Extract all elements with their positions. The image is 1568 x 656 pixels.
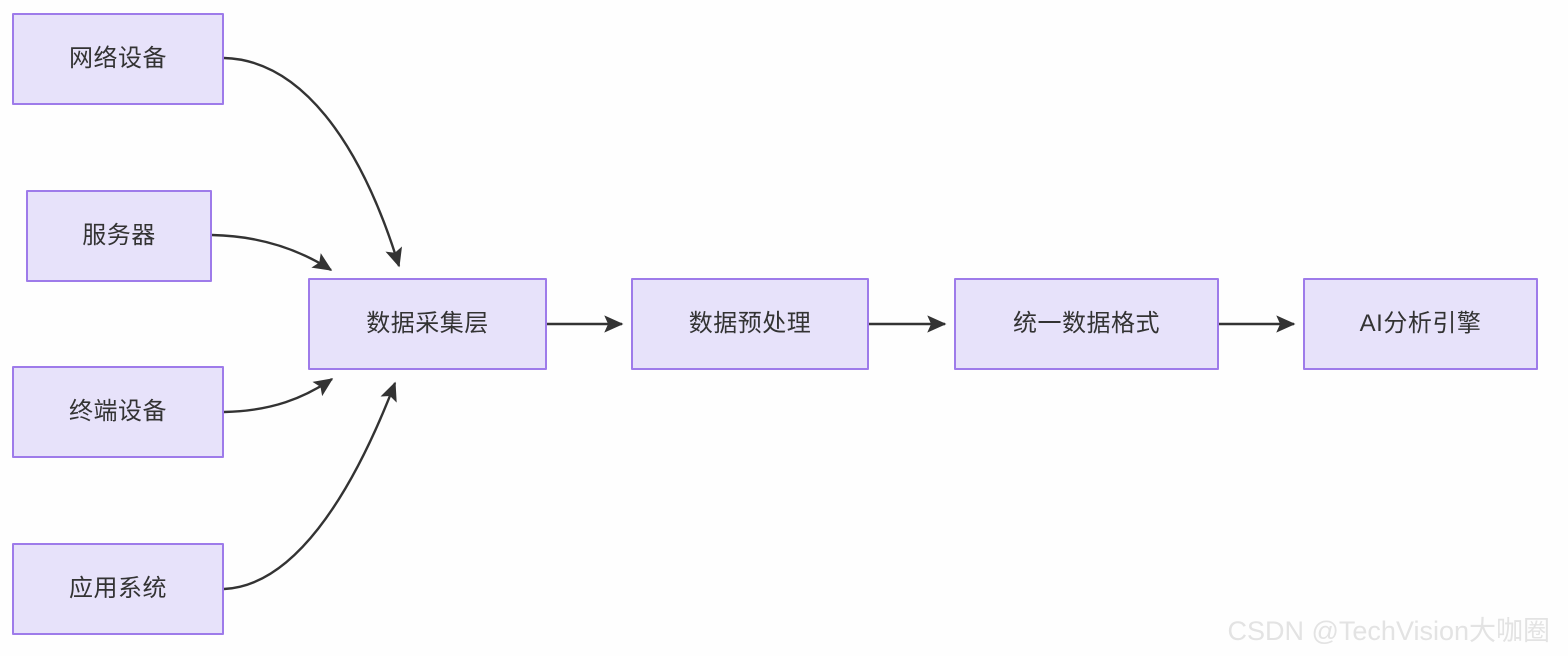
node-data-collection-layer-label: 数据采集层	[366, 309, 489, 337]
node-data-collection-layer[interactable]: 数据采集层	[308, 278, 547, 370]
watermark-text: CSDN @TechVision大咖圈	[1227, 616, 1551, 646]
node-application-system-label: 应用系统	[69, 574, 167, 602]
node-application-system[interactable]: 应用系统	[12, 543, 224, 635]
node-data-preprocessing[interactable]: 数据预处理	[631, 278, 869, 370]
edge-server-to-collection	[211, 233, 333, 272]
edge-application-system-to-collection	[223, 381, 397, 591]
node-unified-data-format-label: 统一数据格式	[1013, 309, 1160, 337]
edge-terminal-device-to-collection	[223, 378, 334, 414]
node-server-label: 服务器	[82, 221, 156, 249]
node-network-device-label: 网络设备	[69, 44, 167, 72]
edge-network-device-to-collection	[223, 56, 402, 268]
node-unified-data-format[interactable]: 统一数据格式	[954, 278, 1219, 370]
node-data-preprocessing-label: 数据预处理	[688, 309, 812, 337]
node-terminal-device-label: 终端设备	[69, 397, 167, 425]
node-ai-analysis-engine[interactable]: AI分析引擎	[1303, 278, 1538, 370]
node-server[interactable]: 服务器	[26, 190, 212, 282]
node-network-device[interactable]: 网络设备	[12, 13, 224, 105]
node-ai-analysis-engine-label: AI分析引擎	[1359, 309, 1482, 337]
node-terminal-device[interactable]: 终端设备	[12, 366, 224, 458]
